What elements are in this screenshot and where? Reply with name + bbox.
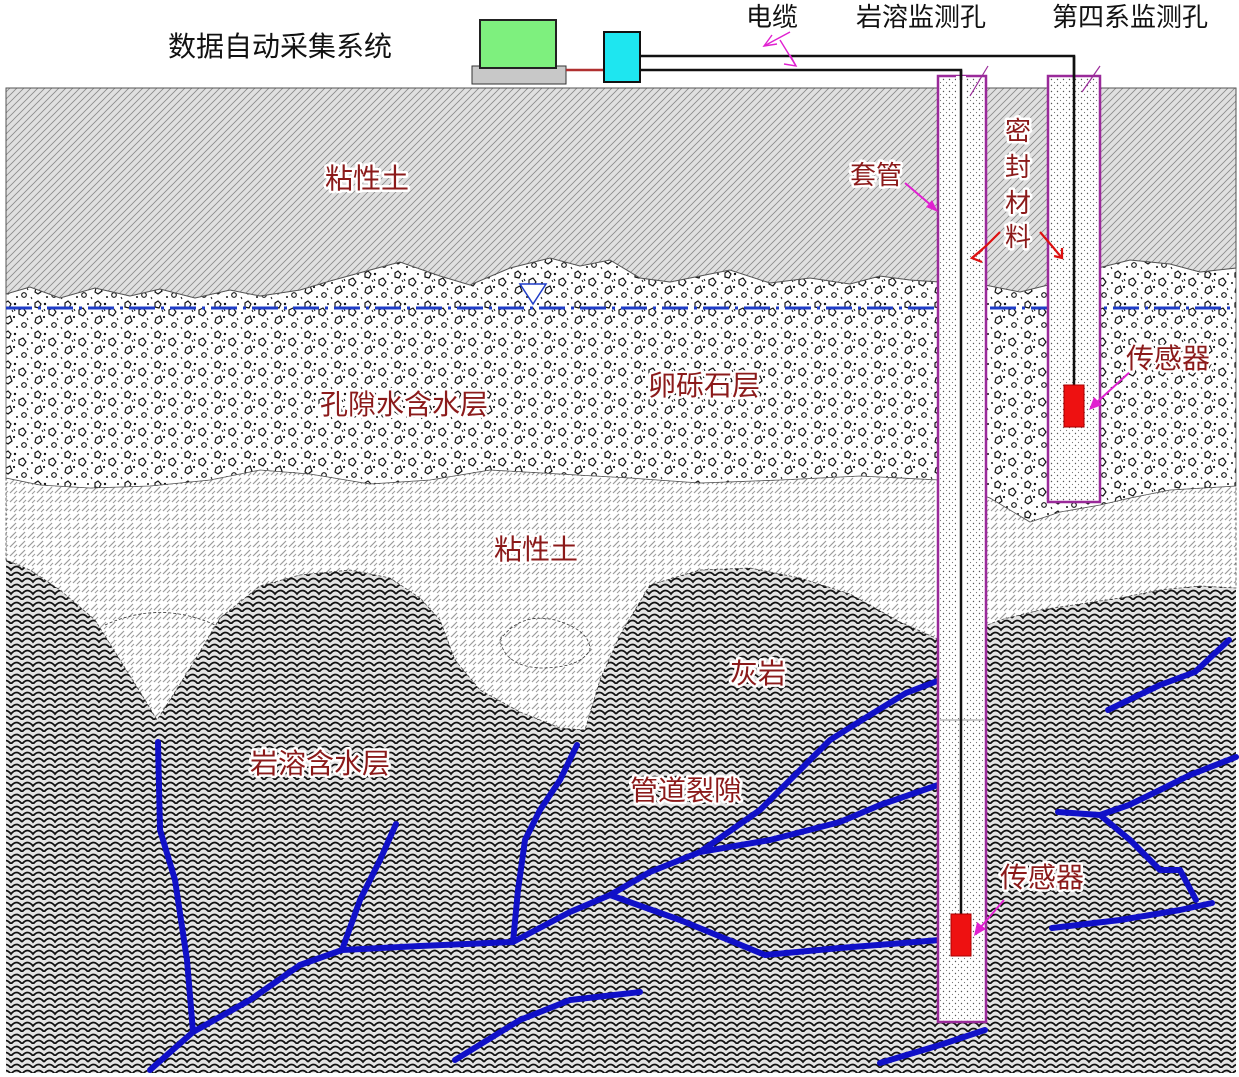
conduit-fracture-label: 管道裂隙 — [630, 774, 742, 807]
lens-outline-middle — [499, 617, 591, 669]
sensor-right-arrow — [1089, 369, 1133, 410]
lens-outline-left — [104, 612, 216, 626]
sensor-right-label: 传感器 — [1126, 342, 1210, 375]
karst-aquifer-label: 岩溶含水层 — [250, 747, 390, 780]
pore-aquifer-label: 孔隙水含水层 — [320, 388, 488, 421]
svg-text:料: 料 — [1005, 223, 1031, 253]
sensor-bottom-arrow — [974, 899, 1005, 936]
sensor-bottom-label: 传感器 — [1000, 861, 1084, 894]
casing-arrow — [904, 182, 938, 212]
casing-pointer-lines — [969, 65, 1101, 97]
casing-label: 套管 — [850, 161, 902, 191]
conduit-fractures — [147, 637, 1239, 1073]
quaternary-hole-label: 第四系监测孔 — [1052, 3, 1208, 33]
sensor-bottom — [950, 913, 972, 957]
cable-to-quaternary-hole — [640, 54, 1076, 80]
clay-top-label: 粘性土 — [325, 162, 409, 195]
seal-material-arrows — [969, 231, 1064, 264]
svg-text:封: 封 — [1005, 153, 1031, 183]
cable-label: 电缆 — [746, 3, 798, 33]
sensor-right — [1063, 384, 1085, 428]
svg-text:材: 材 — [1005, 189, 1031, 219]
clay-middle-label: 粘性土 — [494, 533, 578, 566]
seal-material-label: 密 封 材 料 — [1003, 115, 1034, 256]
karst-hole-label: 岩溶监测孔 — [856, 3, 986, 33]
limestone-label: 灰岩 — [730, 657, 786, 690]
cable-to-karst-hole — [640, 68, 963, 80]
svg-text:密: 密 — [1005, 117, 1031, 147]
water-table-symbol — [518, 283, 548, 306]
data-logger-box — [603, 31, 641, 83]
cable-pointer — [762, 31, 798, 67]
gravel-layer-label: 卵砾石层 — [648, 369, 760, 402]
system-title: 数据自动采集系统 — [168, 30, 392, 63]
laptop-icon — [471, 19, 567, 85]
